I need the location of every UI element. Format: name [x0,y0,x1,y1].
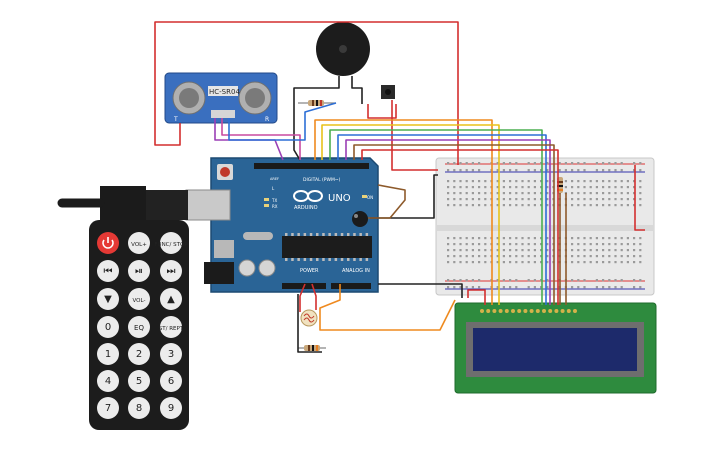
remote-button-label: ▼ [104,294,112,305]
remote-button-label: EQ [134,324,144,332]
analog-label: ANALOG IN [342,268,370,274]
arduino-model: UNO [328,193,351,204]
remote-button[interactable]: 2 [128,343,150,365]
remote-button[interactable]: ⏭ [160,260,182,282]
push-button[interactable] [381,85,395,99]
remote-button-label: 2 [136,349,142,360]
sensor-r-mark: R [265,116,269,123]
breadboard-holes [447,162,642,289]
remote-button-label: 8 [136,403,142,414]
remote-button-label: 5 [136,376,142,387]
power-label: POWER [300,268,319,274]
remote-button[interactable]: FUNC/ STOP [154,232,188,254]
remote-button-label: ⏮ [104,266,113,277]
power-icon [102,237,114,249]
on-label: ON [367,195,373,200]
arduino-uno[interactable]: ARDUINO UNO DIGITAL (PWM~) POWER ANALOG … [185,157,379,293]
resistor-top [298,100,336,106]
remote-button[interactable]: 6 [160,370,182,392]
remote-buttons: VOL+ FUNC/ STOP ⏮ ⏯ ⏭ ▼ VOL- ▲ 0 EQ ST/ REPT 1 2 3 4 5 6… [97,232,188,419]
rx-label: RX [272,204,278,209]
remote-button[interactable]: 5 [128,370,150,392]
resistor-ldr [298,345,326,351]
remote-button[interactable]: EQ [128,316,150,338]
remote-button-label: 1 [105,349,111,360]
remote-button[interactable]: 9 [160,397,182,419]
remote-button-label: 7 [105,403,111,414]
arduino-brand: ARDUINO [294,205,318,211]
remote-button[interactable]: 1 [97,343,119,365]
l-label: L [272,186,275,191]
aref-label: AREF [270,177,279,181]
remote-button[interactable]: ⏯ [128,260,150,282]
remote-button-label: ▲ [167,294,175,305]
remote-button[interactable]: ⏮ [97,260,119,282]
remote-button-label: ST/ REPT [159,326,184,332]
remote-button[interactable]: ST/ REPT [159,316,184,338]
remote-button[interactable]: ▲ [160,288,182,310]
lcd-pins [480,309,577,313]
piezo-buzzer[interactable] [316,22,370,76]
arduino-logo [293,190,323,202]
lcd-16x2[interactable] [454,302,657,394]
remote-button[interactable]: ▼ [97,288,119,310]
remote-button[interactable] [97,232,119,254]
sensor-t-mark: T [173,116,178,123]
chip-pins [285,233,369,261]
remote-button-label: 4 [105,376,111,387]
remote-button[interactable]: VOL+ [128,232,150,254]
digital-header [254,163,369,169]
sensor-label: HC-SR04 [209,88,240,96]
remote-button-label: VOL- [133,298,146,304]
ir-remote[interactable]: VOL+ FUNC/ STOP ⏮ ⏯ ⏭ ▼ VOL- ▲ 0 EQ ST/ REPT 1 2 3 4 5 6… [89,220,189,430]
wires [154,21,645,353]
remote-button[interactable]: 4 [97,370,119,392]
usb-cable [57,186,188,220]
remote-button[interactable]: VOL- [128,288,150,310]
digital-label: DIGITAL (PWM~) [303,177,341,183]
remote-button-label: 9 [168,403,174,414]
remote-button[interactable]: 3 [160,343,182,365]
atmega-chip [282,236,372,258]
power-jack [204,262,234,284]
remote-button-label: 6 [168,376,174,387]
ultrasonic-sensor[interactable]: HC-SR04 T R [164,72,278,124]
remote-button-label: ⏭ [167,266,176,277]
remote-button-label: 3 [168,349,174,360]
analog-header [331,283,371,289]
photoresistor[interactable] [300,309,318,327]
remote-button[interactable]: 0 [97,316,119,338]
remote-button[interactable]: 8 [128,397,150,419]
breadboard[interactable] [435,157,655,296]
remote-button-label: ⏯ [135,266,143,277]
usb-jack [185,189,231,221]
remote-button-label: 0 [105,322,111,333]
remote-button[interactable]: 7 [97,397,119,419]
tx-label: TX [271,198,277,203]
remote-button-label: FUNC/ STOP [154,242,188,248]
remote-button-label: VOL+ [131,242,147,248]
